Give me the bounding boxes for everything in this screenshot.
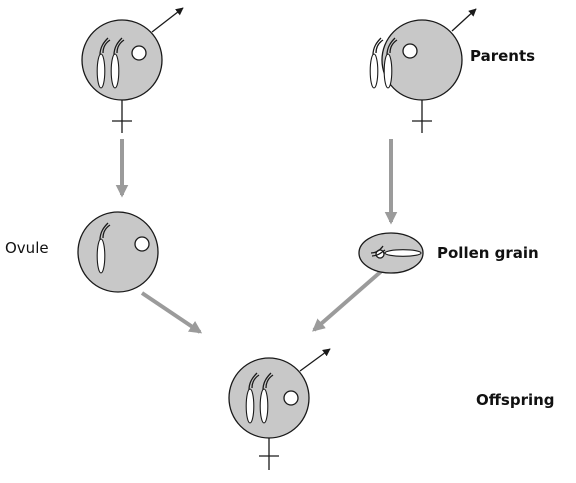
nucleolus [132,46,146,60]
label-parents: Parents [470,47,535,65]
chromosome [370,54,378,88]
pollen-grain-cell [359,233,423,273]
offspring-cell [229,349,330,470]
chromosome [246,389,254,423]
nucleolus [284,391,298,405]
mars-arrow-icon [152,8,183,32]
cell-body [82,20,162,100]
chromosome [385,250,421,257]
chromosome [111,54,119,88]
mars-arrow-icon [300,349,330,371]
cell-body [78,212,158,292]
chromosome [260,389,268,423]
cell-body [382,20,462,100]
nucleolus [135,237,149,251]
chromosome [384,54,392,88]
male-parent-cell [370,9,476,133]
chromosome [97,54,105,88]
mars-arrow-icon [452,9,476,31]
label-offspring: Offspring [476,391,555,409]
label-ovule: Ovule [5,239,49,257]
nucleolus [403,44,417,58]
female-parent-cell [82,20,162,133]
chromosome-arm [373,38,383,55]
ovule-cell [78,212,158,292]
flow-arrow-pollen-to-offspring [314,268,385,330]
flow-arrow-ovule-to-offspring [142,293,200,332]
chromosome [97,239,105,273]
label-pollen-grain: Pollen grain [437,244,539,262]
